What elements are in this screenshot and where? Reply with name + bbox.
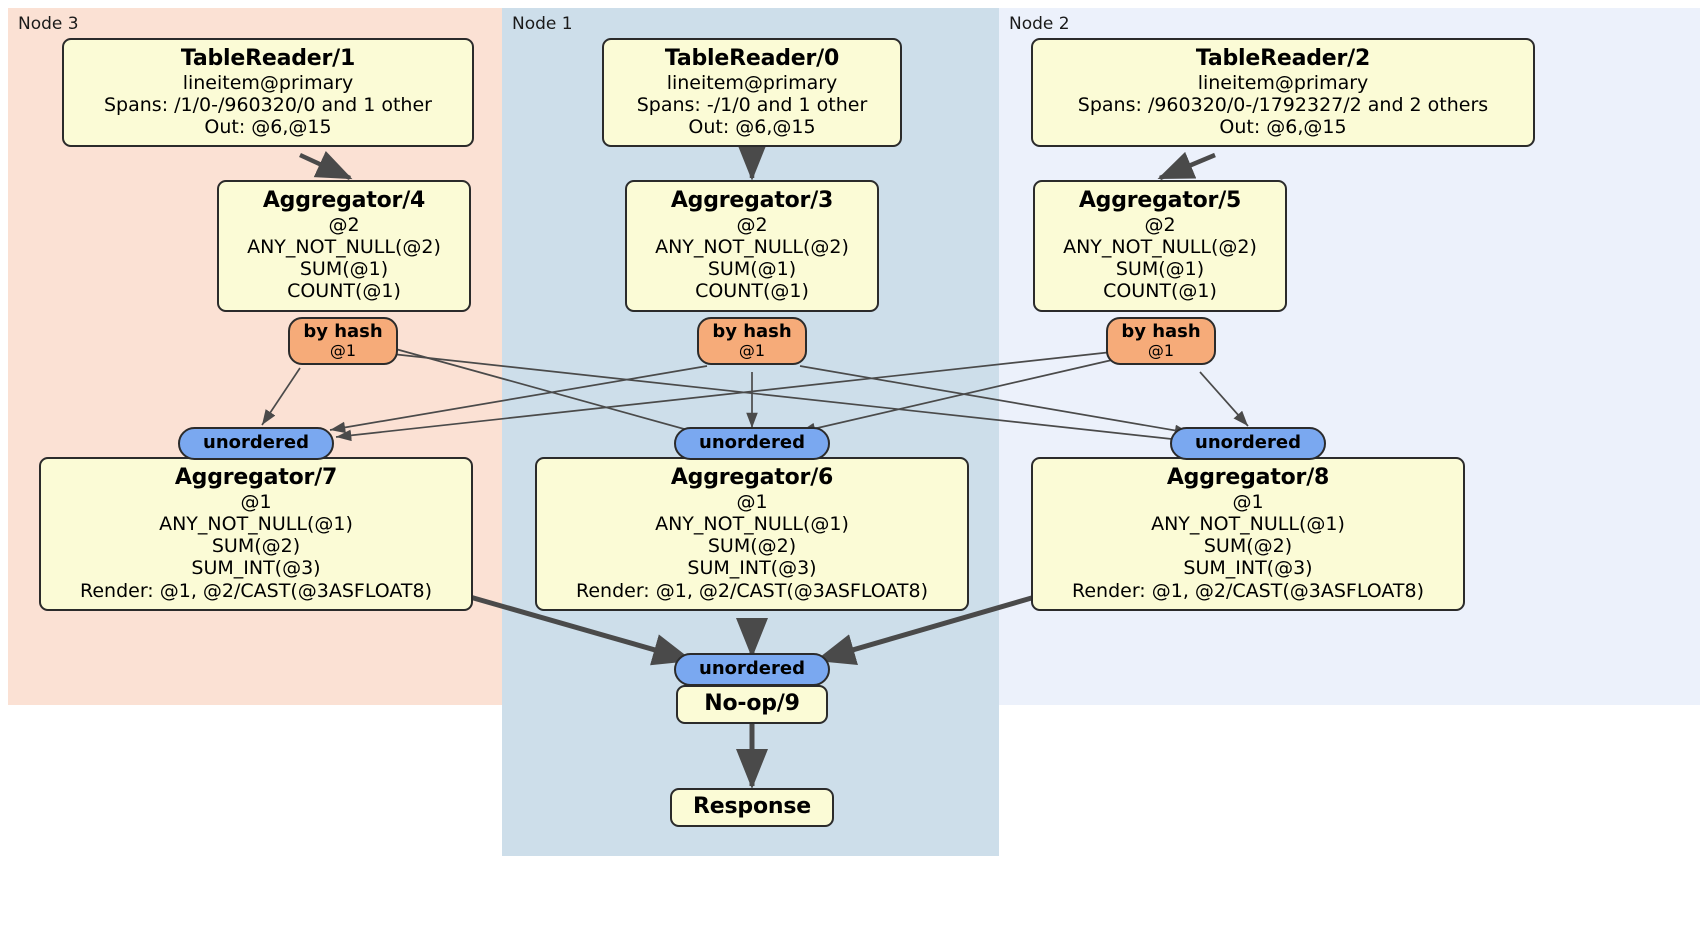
processor-detail-line: lineitem@primary	[1197, 71, 1369, 94]
router-column-label: @1	[738, 340, 766, 360]
processor-title: Aggregator/5	[1078, 188, 1242, 213]
processor-detail-line: Spans: /1/0-/960320/0 and 1 other	[104, 93, 432, 116]
processor-title: Aggregator/8	[1166, 465, 1330, 490]
processor-no-op-9[interactable]: No-op/9	[676, 685, 828, 724]
processor-detail-line: lineitem@primary	[666, 71, 838, 94]
processor-detail-line: SUM(@1)	[707, 258, 797, 281]
router-by-hash-left[interactable]: by hash @1	[288, 317, 398, 366]
router-kind-label: unordered	[203, 432, 309, 453]
processor-detail-line: SUM_INT(@3)	[191, 557, 321, 580]
router-kind-label: by hash	[303, 321, 383, 342]
processor-detail-line: @2	[736, 213, 768, 236]
processor-title: Aggregator/7	[174, 465, 338, 490]
processor-detail-line: Spans: -/1/0 and 1 other	[636, 93, 868, 116]
processor-detail-line: Render: @1, @2/CAST(@3ASFLOAT8)	[80, 579, 432, 602]
processor-title: Response	[693, 794, 811, 819]
processor-aggregator-5[interactable]: Aggregator/5 @2 ANY_NOT_NULL(@2) SUM(@1)…	[1033, 180, 1287, 312]
processor-detail-line: SUM(@1)	[299, 258, 389, 281]
processor-detail-line: SUM(@2)	[707, 535, 797, 558]
router-kind-label: by hash	[1121, 321, 1201, 342]
processor-detail-line: @2	[1144, 213, 1176, 236]
processor-detail-line: SUM_INT(@3)	[1183, 557, 1313, 580]
router-kind-label: unordered	[1195, 432, 1301, 453]
processor-title: Aggregator/6	[670, 465, 834, 490]
processor-title: TableReader/0	[664, 46, 840, 71]
processor-detail-line: @2	[328, 213, 360, 236]
node-panel-label: Node 1	[512, 14, 573, 34]
processor-detail-line: COUNT(@1)	[287, 280, 401, 303]
processor-detail-line: SUM_INT(@3)	[687, 557, 817, 580]
router-unordered-left[interactable]: unordered	[178, 427, 334, 460]
processor-response[interactable]: Response	[670, 788, 834, 827]
processor-aggregator-4[interactable]: Aggregator/4 @2 ANY_NOT_NULL(@2) SUM(@1)…	[217, 180, 471, 312]
processor-detail-line: Spans: /960320/0-/1792327/2 and 2 others	[1077, 93, 1489, 116]
router-column-label: @1	[1147, 340, 1175, 360]
processor-detail-line: SUM(@2)	[211, 535, 301, 558]
router-unordered-center[interactable]: unordered	[674, 427, 830, 460]
processor-title: TableReader/1	[180, 46, 356, 71]
router-by-hash-right[interactable]: by hash @1	[1106, 317, 1216, 366]
processor-detail-line: COUNT(@1)	[1103, 280, 1217, 303]
processor-detail-line: @1	[240, 490, 272, 513]
router-kind-label: by hash	[712, 321, 792, 342]
processor-detail-line: Out: @6,@15	[204, 116, 332, 139]
processor-detail-line: Render: @1, @2/CAST(@3ASFLOAT8)	[1072, 579, 1424, 602]
processor-detail-line: ANY_NOT_NULL(@2)	[655, 235, 849, 258]
node-panel-label: Node 3	[18, 14, 79, 34]
processor-table-reader-2[interactable]: TableReader/2 lineitem@primary Spans: /9…	[1031, 38, 1535, 148]
router-column-label: @1	[329, 340, 357, 360]
processor-aggregator-7[interactable]: Aggregator/7 @1 ANY_NOT_NULL(@1) SUM(@2)…	[39, 457, 473, 611]
processor-detail-line: ANY_NOT_NULL(@1)	[159, 512, 353, 535]
router-kind-label: unordered	[699, 658, 805, 679]
processor-detail-line: COUNT(@1)	[695, 280, 809, 303]
router-unordered-right[interactable]: unordered	[1170, 427, 1326, 460]
processor-detail-line: ANY_NOT_NULL(@2)	[1063, 235, 1257, 258]
processor-detail-line: ANY_NOT_NULL(@2)	[247, 235, 441, 258]
node-panel-label: Node 2	[1009, 14, 1070, 34]
processor-title: Aggregator/3	[670, 188, 834, 213]
processor-title: Aggregator/4	[262, 188, 426, 213]
processor-title: TableReader/2	[1195, 46, 1371, 71]
processor-detail-line: @1	[1232, 490, 1264, 513]
processor-detail-line: ANY_NOT_NULL(@1)	[655, 512, 849, 535]
router-kind-label: unordered	[699, 432, 805, 453]
router-unordered-final[interactable]: unordered	[674, 653, 830, 686]
processor-detail-line: lineitem@primary	[182, 71, 354, 94]
processor-title: No-op/9	[704, 691, 800, 716]
processor-detail-line: SUM(@2)	[1203, 535, 1293, 558]
processor-detail-line: Out: @6,@15	[688, 116, 816, 139]
processor-detail-line: Out: @6,@15	[1219, 116, 1347, 139]
processor-detail-line: @1	[736, 490, 768, 513]
processor-detail-line: Render: @1, @2/CAST(@3ASFLOAT8)	[576, 579, 928, 602]
processor-detail-line: SUM(@1)	[1115, 258, 1205, 281]
processor-table-reader-0[interactable]: TableReader/0 lineitem@primary Spans: -/…	[602, 38, 902, 148]
processor-detail-line: ANY_NOT_NULL(@1)	[1151, 512, 1345, 535]
processor-table-reader-1[interactable]: TableReader/1 lineitem@primary Spans: /1…	[62, 38, 474, 148]
processor-aggregator-6[interactable]: Aggregator/6 @1 ANY_NOT_NULL(@1) SUM(@2)…	[535, 457, 969, 611]
router-by-hash-center[interactable]: by hash @1	[697, 317, 807, 366]
processor-aggregator-3[interactable]: Aggregator/3 @2 ANY_NOT_NULL(@2) SUM(@1)…	[625, 180, 879, 312]
processor-aggregator-8[interactable]: Aggregator/8 @1 ANY_NOT_NULL(@1) SUM(@2)…	[1031, 457, 1465, 611]
